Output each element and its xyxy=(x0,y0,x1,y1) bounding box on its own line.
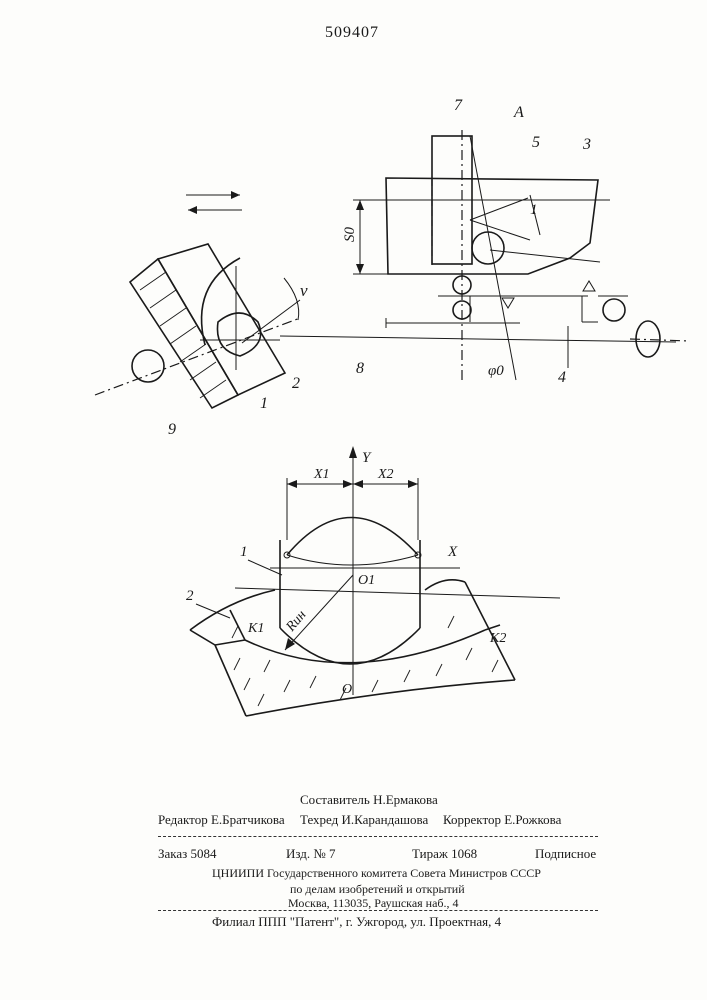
label-Rum: Rин xyxy=(283,608,310,636)
label-part-2: 2 xyxy=(186,588,194,604)
edition-number: Изд. № 7 xyxy=(286,846,336,862)
figure-top: 7 A 5 3 S0 1 ν 2 1 8 9 φ0 4 xyxy=(95,97,690,438)
branch-line: Филиал ППП "Патент", г. Ужгород, ул. Про… xyxy=(212,914,501,930)
label-O: O xyxy=(342,682,352,697)
label-2: 2 xyxy=(292,375,300,392)
label-7: 7 xyxy=(454,97,463,114)
label-3: 3 xyxy=(582,136,591,153)
label-phi0: φ0 xyxy=(488,363,504,379)
institute-line-3: Москва, 113035, Раушская наб., 4 xyxy=(288,896,459,911)
subscription: Подписное xyxy=(535,846,596,862)
compiler-line: Составитель Н.Ермакова xyxy=(300,792,438,808)
institute-line-2: по делам изобретений и открытий xyxy=(290,882,465,897)
label-K1: K1 xyxy=(247,621,264,636)
label-X2: X2 xyxy=(377,467,394,482)
label-5: 5 xyxy=(532,134,540,151)
label-1: 1 xyxy=(260,395,268,412)
label-nu: ν xyxy=(300,281,308,300)
label-K2: K2 xyxy=(489,631,506,646)
tool-assembly xyxy=(353,130,690,380)
thread-8 xyxy=(280,336,676,342)
circulation: Тираж 1068 xyxy=(412,846,477,862)
order-number: Заказ 5084 xyxy=(158,846,217,862)
editor-line: Редактор Е.Братчикова xyxy=(158,812,285,828)
rotated-fixture xyxy=(95,244,300,408)
label-O1: O1 xyxy=(358,573,375,588)
label-S0: S0 xyxy=(342,227,358,243)
label-X1: X1 xyxy=(313,467,330,482)
divider-bottom xyxy=(158,910,598,911)
corrector-line: Корректор Е.Рожкова xyxy=(443,812,561,828)
direction-arrows xyxy=(186,191,242,214)
label-4: 4 xyxy=(558,369,566,386)
label-9: 9 xyxy=(168,421,176,438)
label-1a: 1 xyxy=(530,202,538,218)
label-8: 8 xyxy=(356,360,364,377)
techred-line: Техред И.Карандашова xyxy=(300,812,428,828)
divider-top xyxy=(158,836,598,837)
label-part-1: 1 xyxy=(240,544,248,560)
figure-bottom: Y X1 X2 X O1 Rин O K1 K2 1 2 xyxy=(186,446,560,716)
label-X: X xyxy=(447,544,458,560)
label-Y: Y xyxy=(362,450,372,466)
institute-line-1: ЦНИИПИ Государственного комитета Совета … xyxy=(212,866,541,881)
glass-hatching xyxy=(232,616,498,706)
label-A: A xyxy=(513,104,524,121)
